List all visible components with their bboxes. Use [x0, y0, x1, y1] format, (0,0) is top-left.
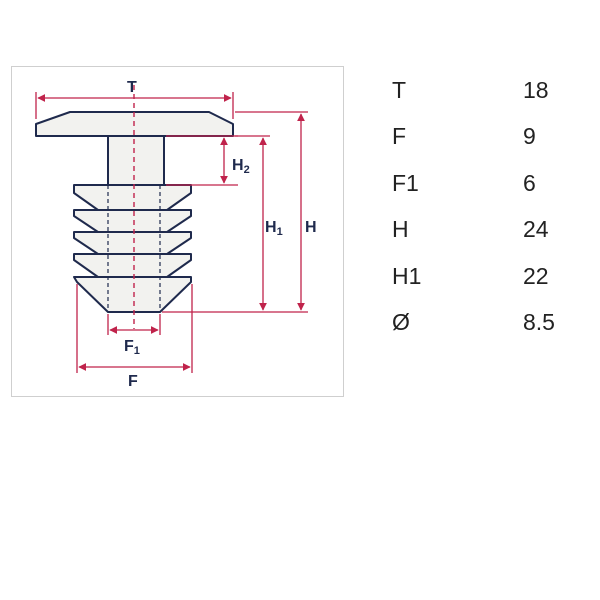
dim-label-h2-main: H [232, 157, 244, 174]
dim-label-f1-sub: 1 [134, 345, 140, 357]
dim-label-h1-main: H [265, 219, 277, 236]
dim-label-h1-sub: 1 [277, 226, 283, 238]
dim-label-h2: H2 [232, 157, 250, 176]
spec-label: T [392, 77, 407, 103]
clip-rib-1 [73, 184, 192, 211]
spec-label: H1 [392, 262, 422, 289]
dim-label-f: F [128, 373, 138, 390]
spec-table: T 18 F 9 F1 6 H 24 H1 22 Ø 8.5 [392, 70, 582, 348]
spec-label: H [392, 216, 409, 243]
clip-rib-3 [73, 231, 192, 255]
spec-value: 6 [523, 169, 536, 196]
spec-value: 8.5 [523, 308, 555, 335]
clip-rib-2 [73, 209, 192, 233]
dim-label-h: H [305, 219, 317, 236]
dim-label-t: T [127, 79, 137, 96]
spec-value: 24 [523, 216, 549, 243]
spec-row-h1: H1 22 [392, 256, 582, 302]
clip-technical-drawing: T H2 H1 H F1 F [35, 79, 317, 390]
spec-row-diameter: Ø 8.5 [392, 302, 582, 348]
spec-row-t: T 18 [392, 70, 582, 116]
stem-core-lines [107, 185, 161, 312]
spec-label: F [392, 123, 407, 150]
spec-value: 18 [523, 77, 549, 103]
clip-rib-base [73, 276, 192, 313]
spec-value: 22 [523, 262, 549, 289]
dim-label-f1-main: F [124, 338, 134, 355]
clip-body [35, 111, 234, 313]
dim-label-h1: H1 [265, 219, 283, 238]
spec-label: F1 [392, 169, 419, 196]
spec-row-h: H 24 [392, 209, 582, 255]
dim-label-f1: F1 [124, 338, 140, 357]
dim-label-h2-sub: 2 [244, 164, 250, 176]
spec-row-f1: F1 6 [392, 163, 582, 209]
dimension-lines [35, 92, 308, 373]
clip-rib-4 [73, 253, 192, 278]
technical-drawing-frame: T H2 H1 H F1 F [11, 66, 344, 397]
spec-value: 9 [523, 123, 536, 150]
clip-stem [107, 135, 165, 186]
spec-label: Ø [392, 308, 410, 335]
spec-row-f: F 9 [392, 116, 582, 162]
